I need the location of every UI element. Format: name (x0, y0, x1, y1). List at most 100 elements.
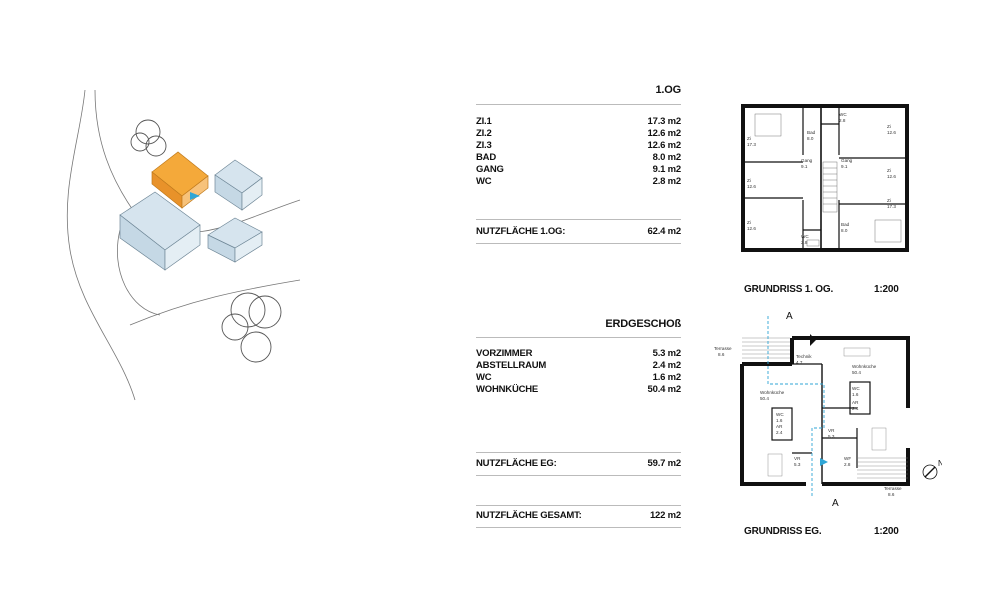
row-label: WC (476, 176, 492, 187)
room-name: WC (852, 386, 860, 391)
row-label: ZI.3 (476, 140, 492, 151)
room-area: 2.4 (852, 406, 859, 411)
room-name: Zi (747, 136, 751, 141)
room-area: 1.6 (776, 418, 783, 423)
divider (476, 243, 681, 244)
tree (230, 292, 266, 328)
room-area: 5.3 (828, 434, 835, 439)
wc-box (849, 381, 871, 415)
total-value: 122 m2 (649, 510, 681, 521)
outer-wall (822, 448, 910, 486)
room-area: 8.6 (718, 352, 725, 357)
row-value: 17.3 m2 (647, 116, 682, 127)
building-large-front (164, 224, 201, 271)
room-name: VR (794, 456, 801, 461)
room-area: 5.3 (794, 462, 801, 467)
room-name: Technik (796, 354, 812, 359)
tree (221, 313, 249, 341)
room-area: 8.6 (888, 492, 895, 497)
room-area: 9.1 (841, 164, 848, 169)
eg-title: ERDGESCHOß (605, 318, 681, 330)
caption-og: GRUNDRISS 1. OG. (744, 284, 834, 295)
road-inner (117, 229, 161, 316)
divider (476, 104, 681, 105)
highlight-house-front (181, 175, 209, 209)
og-row: GANG 9.1 m2 (476, 164, 681, 175)
room-area: 50.4 (760, 396, 769, 401)
tree (130, 132, 150, 152)
room-area: 9.1 (801, 164, 808, 169)
row-label: VORZIMMER (476, 348, 533, 359)
divider (476, 219, 681, 220)
og-total: NUTZFLÄCHE 1.OG:62.4 m2 (476, 226, 681, 237)
site-axonometric (66, 89, 301, 401)
tree (240, 331, 272, 363)
room-name: Zi (747, 220, 751, 225)
room-name: Wohnküche (760, 390, 785, 395)
room-name: Zi (887, 168, 891, 173)
divider (476, 452, 681, 453)
gesamt-total: NUTZFLÄCHE GESAMT: 122 m2 (476, 510, 681, 521)
room-name: WC (839, 112, 847, 117)
wc-box (771, 407, 793, 441)
caption-eg: GRUNDRISS EG. (744, 526, 822, 537)
room-area: 2.8 (839, 118, 846, 123)
row-label: ZI.1 (476, 116, 492, 127)
total-label: NUTZFLÄCHE GESAMT: (476, 510, 582, 521)
room-area: 12.6 (887, 174, 896, 179)
room-area: 12.6 (747, 226, 756, 231)
room-name: Terrasse (714, 346, 732, 351)
og-row: ZI.1 17.3 m2 (476, 116, 681, 127)
scale-og: 1:200 (874, 284, 899, 295)
bed (754, 113, 782, 137)
row-value: 5.3 m2 (652, 348, 682, 359)
scale-eg: 1:200 (874, 526, 899, 537)
bathtub (806, 239, 820, 247)
sofa (843, 347, 871, 357)
room-name: WF (844, 456, 851, 461)
divider (476, 475, 681, 476)
row-label: GANG (476, 164, 504, 175)
section-label-bottom: A (832, 498, 839, 508)
entrance-marker (190, 192, 200, 200)
room-area: 1.6 (852, 392, 859, 397)
room-name: Gang (841, 158, 853, 163)
row-value: 2.4 m2 (652, 360, 682, 371)
room-area: 2.4 (776, 430, 783, 435)
room-name: WC (776, 412, 784, 417)
og-title: 1.OG (655, 84, 682, 96)
room-area: 50.4 (852, 370, 861, 375)
room-name: Gang (801, 158, 813, 163)
divider (476, 505, 681, 506)
north-marker (810, 334, 816, 346)
row-value: 9.1 m2 (652, 164, 682, 175)
room-area: 12.6 (747, 184, 756, 189)
divider (476, 527, 681, 528)
floorplan-og: Zi 17.3 Bad 8.0 WC 2.8 Zi 12.6 Gang 9.1 … (741, 104, 909, 252)
total-value: 59.7 m2 (647, 458, 682, 469)
row-label: ZI.2 (476, 128, 492, 139)
row-value: 1.6 m2 (652, 372, 682, 383)
total-label: NUTZFLÄCHE 1.OG: (476, 226, 566, 237)
outer-wall (740, 364, 806, 486)
row-label: WC (476, 372, 492, 383)
section-label-top: A (786, 311, 793, 322)
room-name: VR (828, 428, 835, 433)
row-label: BAD (476, 152, 496, 163)
building-low-front (234, 231, 263, 263)
road-left-edge (66, 89, 136, 401)
room-area: 12.6 (887, 130, 896, 135)
room-name: Bad (807, 130, 816, 135)
room-name: Wohnküche (852, 364, 877, 369)
entrance-marker (820, 458, 828, 466)
row-label: WOHNKÜCHE (476, 384, 539, 395)
eg-total: NUTZFLÄCHE EG:59.7 m2 (476, 458, 681, 469)
room-name: AR (852, 400, 859, 405)
room-name: Zi (887, 198, 891, 203)
road-lower (129, 279, 301, 326)
room-area: 2.8 (844, 462, 851, 467)
